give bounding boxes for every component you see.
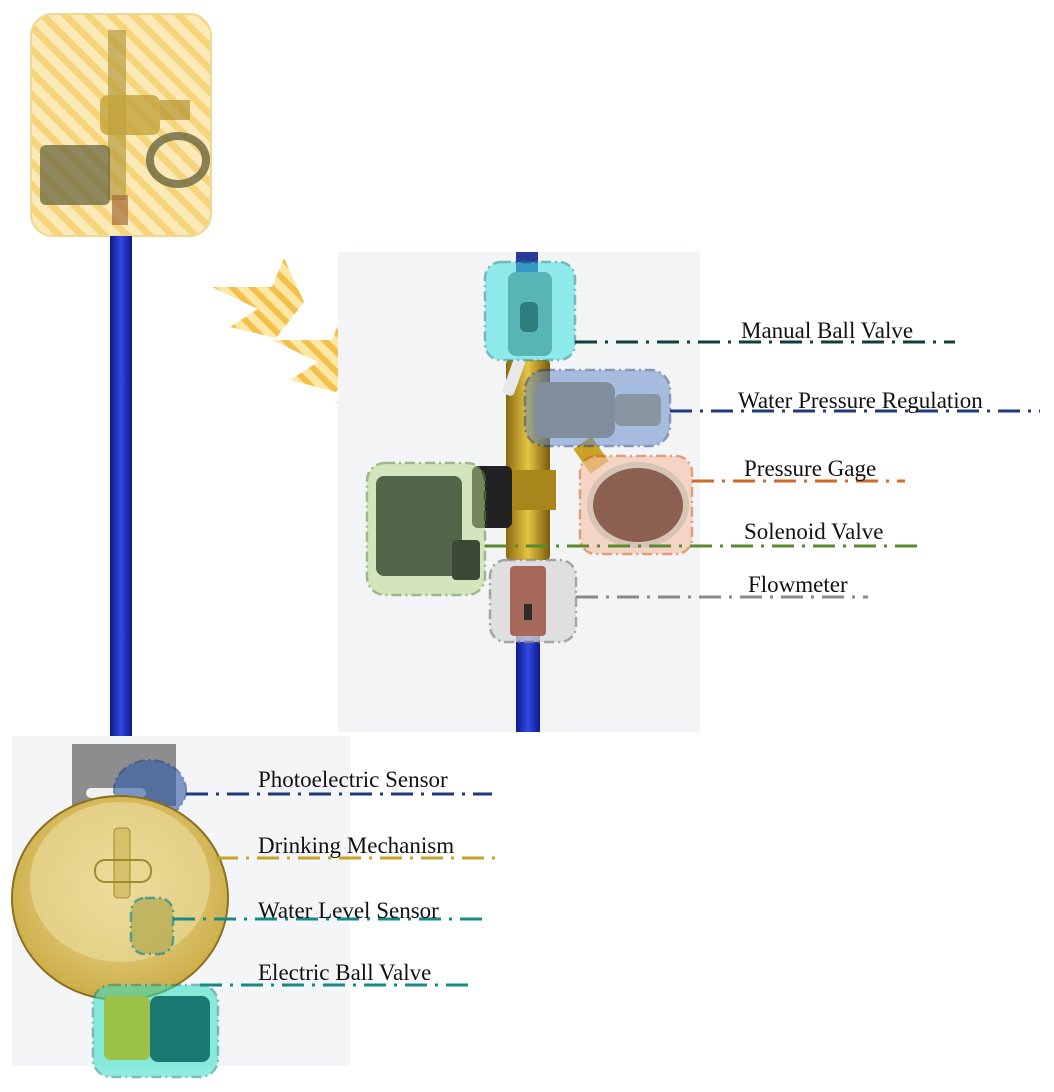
- water-pressure-regulator: [523, 368, 672, 448]
- label-water-level-sensor: Water Level Sensor: [258, 898, 439, 923]
- drinking-mechanism: [11, 795, 229, 1001]
- thumbnail-overview: [30, 13, 212, 237]
- solenoid-valve: [365, 461, 487, 597]
- label-photoelectric-sensor: Photoelectric Sensor: [258, 767, 448, 792]
- label-flowmeter: Flowmeter: [748, 572, 848, 597]
- label-pressure-gage: Pressure Gage: [744, 456, 876, 481]
- pressure-gage: [578, 454, 694, 556]
- leader-lines: [173, 340, 1040, 987]
- label-drinking-mechanism: Drinking Mechanism: [258, 833, 454, 858]
- label-solenoid-valve: Solenoid Valve: [744, 519, 883, 544]
- label-water-pressure-regulation: Water Pressure Regulation: [738, 388, 983, 413]
- electric-ball-valve: [91, 983, 220, 1079]
- main-water-pipe: [110, 236, 132, 750]
- water-level-sensor: [129, 896, 175, 956]
- label-electric-ball-valve: Electric Ball Valve: [258, 960, 431, 985]
- manual-ball-valve: [483, 260, 577, 362]
- label-manual-ball-valve: Manual Ball Valve: [741, 318, 913, 343]
- flowmeter: [488, 558, 578, 644]
